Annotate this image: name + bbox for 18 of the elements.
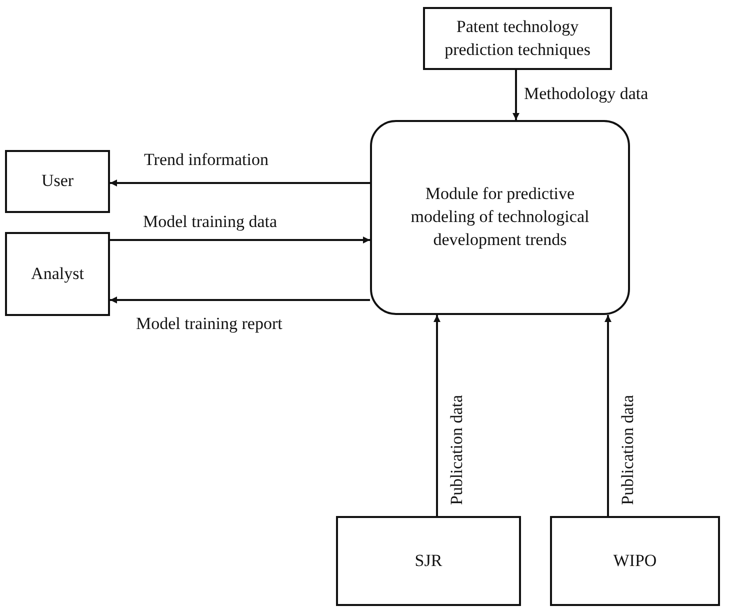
edge-label: Methodology data xyxy=(524,84,648,104)
arrow xyxy=(512,70,520,120)
edge-label: Trend information xyxy=(144,150,269,170)
process-box: SJR xyxy=(336,516,521,606)
arrow xyxy=(434,315,440,516)
module-box: Module for predictive modeling of technological development trends xyxy=(370,120,630,315)
process-box: Analyst xyxy=(5,232,110,316)
arrow xyxy=(110,296,370,304)
arrow xyxy=(110,236,370,244)
process-box: Patent technology prediction techniques xyxy=(423,7,612,70)
arrow xyxy=(110,180,370,186)
process-box: User xyxy=(5,150,110,213)
edge-label: Model training data xyxy=(143,212,278,232)
edge-label: Publication data xyxy=(447,394,467,505)
edge-label: Model training report xyxy=(136,314,282,334)
arrow xyxy=(604,315,612,516)
process-box: WIPO xyxy=(550,516,720,606)
edge-label: Publication data xyxy=(618,394,638,505)
